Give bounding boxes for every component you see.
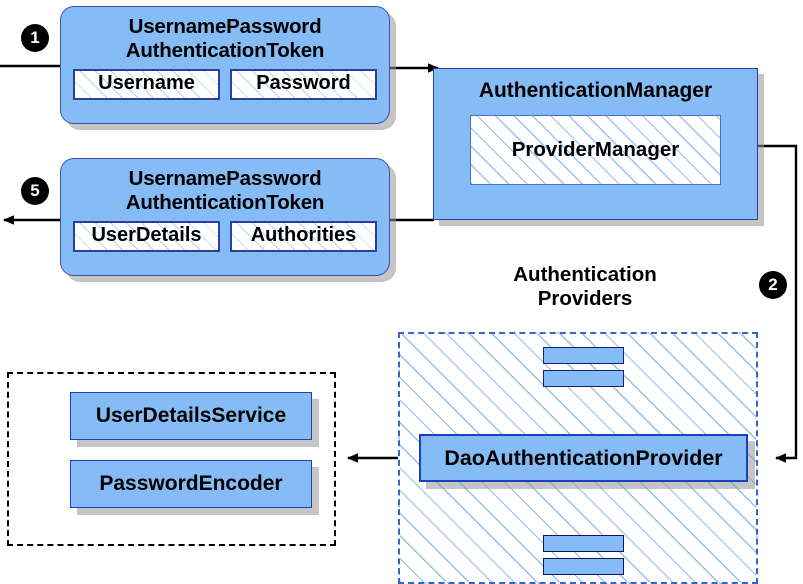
- step-badge-2-text: 2: [768, 275, 778, 294]
- dao-authentication-provider-card[interactable]: DaoAuthenticationProvider: [419, 434, 748, 482]
- step-badge-5: 5: [22, 178, 48, 204]
- request-token-title: UsernamePassword AuthenticationToken: [61, 7, 389, 63]
- provider-manager-box: ProviderManager: [470, 115, 721, 185]
- field-username: Username: [73, 69, 220, 100]
- response-token-title-line2: AuthenticationToken: [125, 191, 325, 214]
- request-token-title-line2: AuthenticationToken: [125, 39, 325, 62]
- provider-stub-bar-top-1: [543, 347, 624, 364]
- response-token-card[interactable]: UsernamePassword AuthenticationToken Use…: [60, 158, 390, 276]
- user-details-service-card[interactable]: UserDetailsService: [70, 392, 312, 440]
- authentication-manager-title: AuthenticationManager: [478, 79, 713, 102]
- line-manager-to-dao-provider: [758, 144, 798, 463]
- authentication-providers-label: Authentication Providers: [460, 263, 710, 311]
- field-authorities: Authorities: [230, 221, 377, 252]
- password-encoder-card[interactable]: PasswordEncoder: [70, 460, 312, 508]
- authentication-providers-label-line2: Providers: [537, 287, 633, 310]
- step-badge-1-text: 1: [30, 28, 40, 47]
- response-token-title: UsernamePassword AuthenticationToken: [61, 159, 389, 215]
- request-token-card[interactable]: UsernamePassword AuthenticationToken Use…: [60, 6, 390, 124]
- provider-stub-bar-bottom-2: [543, 558, 624, 575]
- step-badge-2: 2: [760, 272, 786, 298]
- response-token-title-line1: UsernamePassword: [128, 167, 322, 190]
- step-badge-1: 1: [22, 25, 48, 51]
- request-token-fields: Username Password: [61, 63, 389, 110]
- response-token-fields: UserDetails Authorities: [61, 215, 389, 262]
- field-password: Password: [230, 69, 377, 100]
- authentication-manager-card[interactable]: AuthenticationManager ProviderManager: [433, 68, 758, 220]
- provider-stub-bar-bottom-1: [543, 535, 624, 552]
- field-userdetails: UserDetails: [73, 221, 220, 252]
- provider-stub-bar-top-2: [543, 370, 624, 387]
- authentication-providers-label-line1: Authentication: [513, 263, 657, 286]
- step-badge-5-text: 5: [30, 181, 40, 200]
- request-token-title-line1: UsernamePassword: [128, 15, 322, 38]
